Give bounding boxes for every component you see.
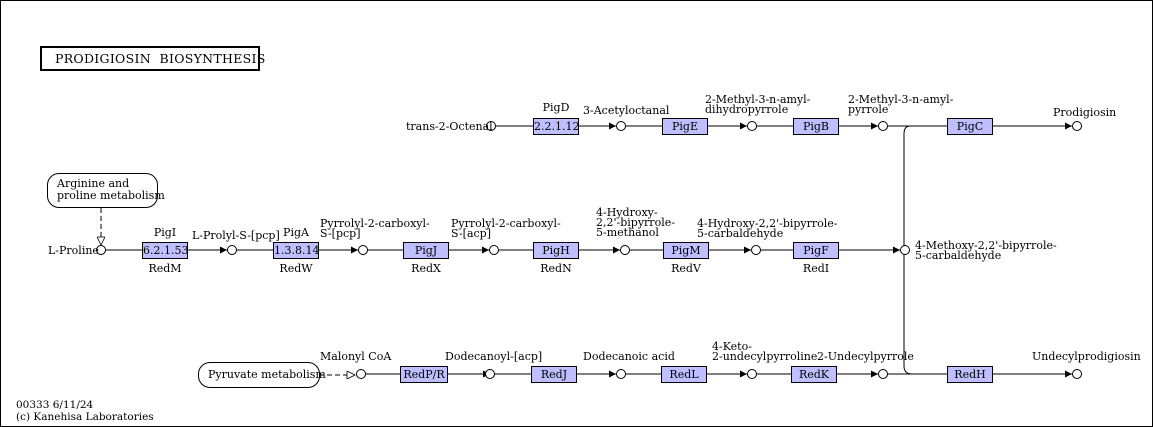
compound-label: 2-Undecylpyrrole bbox=[817, 350, 914, 363]
compound-keto-undecylpyrroline[interactable] bbox=[747, 369, 757, 379]
enzyme-pigm[interactable]: PigM bbox=[663, 242, 709, 259]
compound-methoxy-carbaldehyde[interactable] bbox=[900, 245, 910, 255]
compound-label: L-Prolyl-S-[pcp] bbox=[192, 229, 280, 242]
gene-label: PigD bbox=[542, 101, 570, 114]
enzyme-pigj[interactable]: PigJ bbox=[403, 242, 449, 259]
compound-trans-2-octenal[interactable] bbox=[486, 121, 496, 131]
compound-label: 2-Methyl-3-n-amyl- dihydropyrrole bbox=[705, 93, 811, 116]
enzyme-redk[interactable]: RedK bbox=[791, 366, 837, 383]
compound-label: 4-Keto- 2-undecylpyrroline bbox=[712, 340, 818, 363]
link-pyruvate-metabolism[interactable]: Pyruvate metabolism bbox=[198, 362, 326, 388]
gene-label: RedM bbox=[148, 262, 182, 275]
enzyme-pigf[interactable]: PigF bbox=[793, 242, 839, 259]
link-arginine-proline-metabolism[interactable]: Arginine and proline metabolism bbox=[47, 173, 165, 208]
copyright: (c) Kanehisa Laboratories bbox=[16, 411, 154, 423]
enzyme-redl[interactable]: RedL bbox=[661, 366, 707, 383]
compound-label: Pyrrolyl-2-carboxyl- S-[pcp] bbox=[320, 217, 430, 240]
map-id-date: 00333 6/11/24 bbox=[16, 399, 94, 411]
compound-l-proline[interactable] bbox=[96, 245, 106, 255]
enzyme-pige[interactable]: PigE bbox=[662, 118, 708, 135]
compound-label: Malonyl CoA bbox=[320, 350, 392, 363]
compound-dodecanoyl-acp[interactable] bbox=[485, 369, 495, 379]
compound-dodecanoic-acid[interactable] bbox=[616, 369, 626, 379]
enzyme-pigh[interactable]: PigH bbox=[533, 242, 579, 259]
enzyme-redj[interactable]: RedJ bbox=[531, 366, 577, 383]
compound-dihydropyrrole[interactable] bbox=[747, 121, 757, 131]
compound-label: Undecylprodigiosin bbox=[1032, 350, 1141, 363]
compound-label: 4-Hydroxy- 2,2'-bipyrrole- 5-methanol bbox=[596, 206, 675, 239]
enzyme-6-2-1-53[interactable]: 6.2.1.53 bbox=[142, 242, 189, 259]
map-title: PRODIGIOSIN BIOSYNTHESIS bbox=[40, 46, 265, 71]
compound-label: Dodecanoic acid bbox=[583, 350, 675, 363]
enzyme-1-3-8-14[interactable]: 1.3.8.14 bbox=[273, 242, 320, 259]
compound-prodigiosin[interactable] bbox=[1072, 121, 1082, 131]
enzyme-pigc[interactable]: PigC bbox=[947, 118, 993, 135]
compound-hydroxy-methanol[interactable] bbox=[620, 245, 630, 255]
gene-label: RedX bbox=[411, 262, 441, 275]
gene-label: RedW bbox=[279, 262, 313, 275]
compound-label: 4-Hydroxy-2,2'-bipyrrole- 5-carbaldehyde bbox=[697, 217, 838, 240]
compound-undecylprodigiosin[interactable] bbox=[1072, 369, 1082, 379]
enzyme-2-2-1-12[interactable]: 2.2.1.12 bbox=[533, 118, 580, 135]
compound-3-acetyloctanal[interactable] bbox=[616, 121, 626, 131]
compound-label: Prodigiosin bbox=[1053, 106, 1117, 119]
compound-label: Pyrrolyl-2-carboxyl- S-[acp] bbox=[451, 217, 561, 240]
enzyme-redh[interactable]: RedH bbox=[947, 366, 993, 383]
compound-label: 4-Methoxy-2,2'-bipyrrole- 5-carbaldehyde bbox=[915, 239, 1057, 262]
compound-malonyl-coa[interactable] bbox=[356, 369, 366, 379]
enzyme-redpr[interactable]: RedP/R bbox=[400, 366, 448, 383]
enzyme-pigb[interactable]: PigB bbox=[793, 118, 839, 135]
compound-label: L-Proline bbox=[48, 244, 99, 257]
compound-label: 3-Acetyloctanal bbox=[583, 104, 670, 117]
compound-hydroxy-carbaldehyde[interactable] bbox=[751, 245, 761, 255]
gene-label: PigA bbox=[283, 226, 309, 239]
gene-label: RedV bbox=[671, 262, 701, 275]
gene-label: PigI bbox=[153, 226, 177, 239]
gene-label: RedN bbox=[540, 262, 572, 275]
compound-l-prolyl-pcp[interactable] bbox=[227, 245, 237, 255]
gene-label: RedI bbox=[802, 262, 830, 275]
compound-label: 2-Methyl-3-n-amyl- pyrrole bbox=[848, 93, 954, 116]
compound-methyl-amyl-pyrrole[interactable] bbox=[878, 121, 888, 131]
compound-label: Dodecanoyl-[acp] bbox=[445, 350, 543, 363]
compound-pyrrolyl-acp[interactable] bbox=[489, 245, 499, 255]
compound-label: trans-2-Octenal bbox=[406, 120, 493, 133]
compound-undecylpyrrole[interactable] bbox=[878, 369, 888, 379]
compound-pyrrolyl-pcp[interactable] bbox=[358, 245, 368, 255]
